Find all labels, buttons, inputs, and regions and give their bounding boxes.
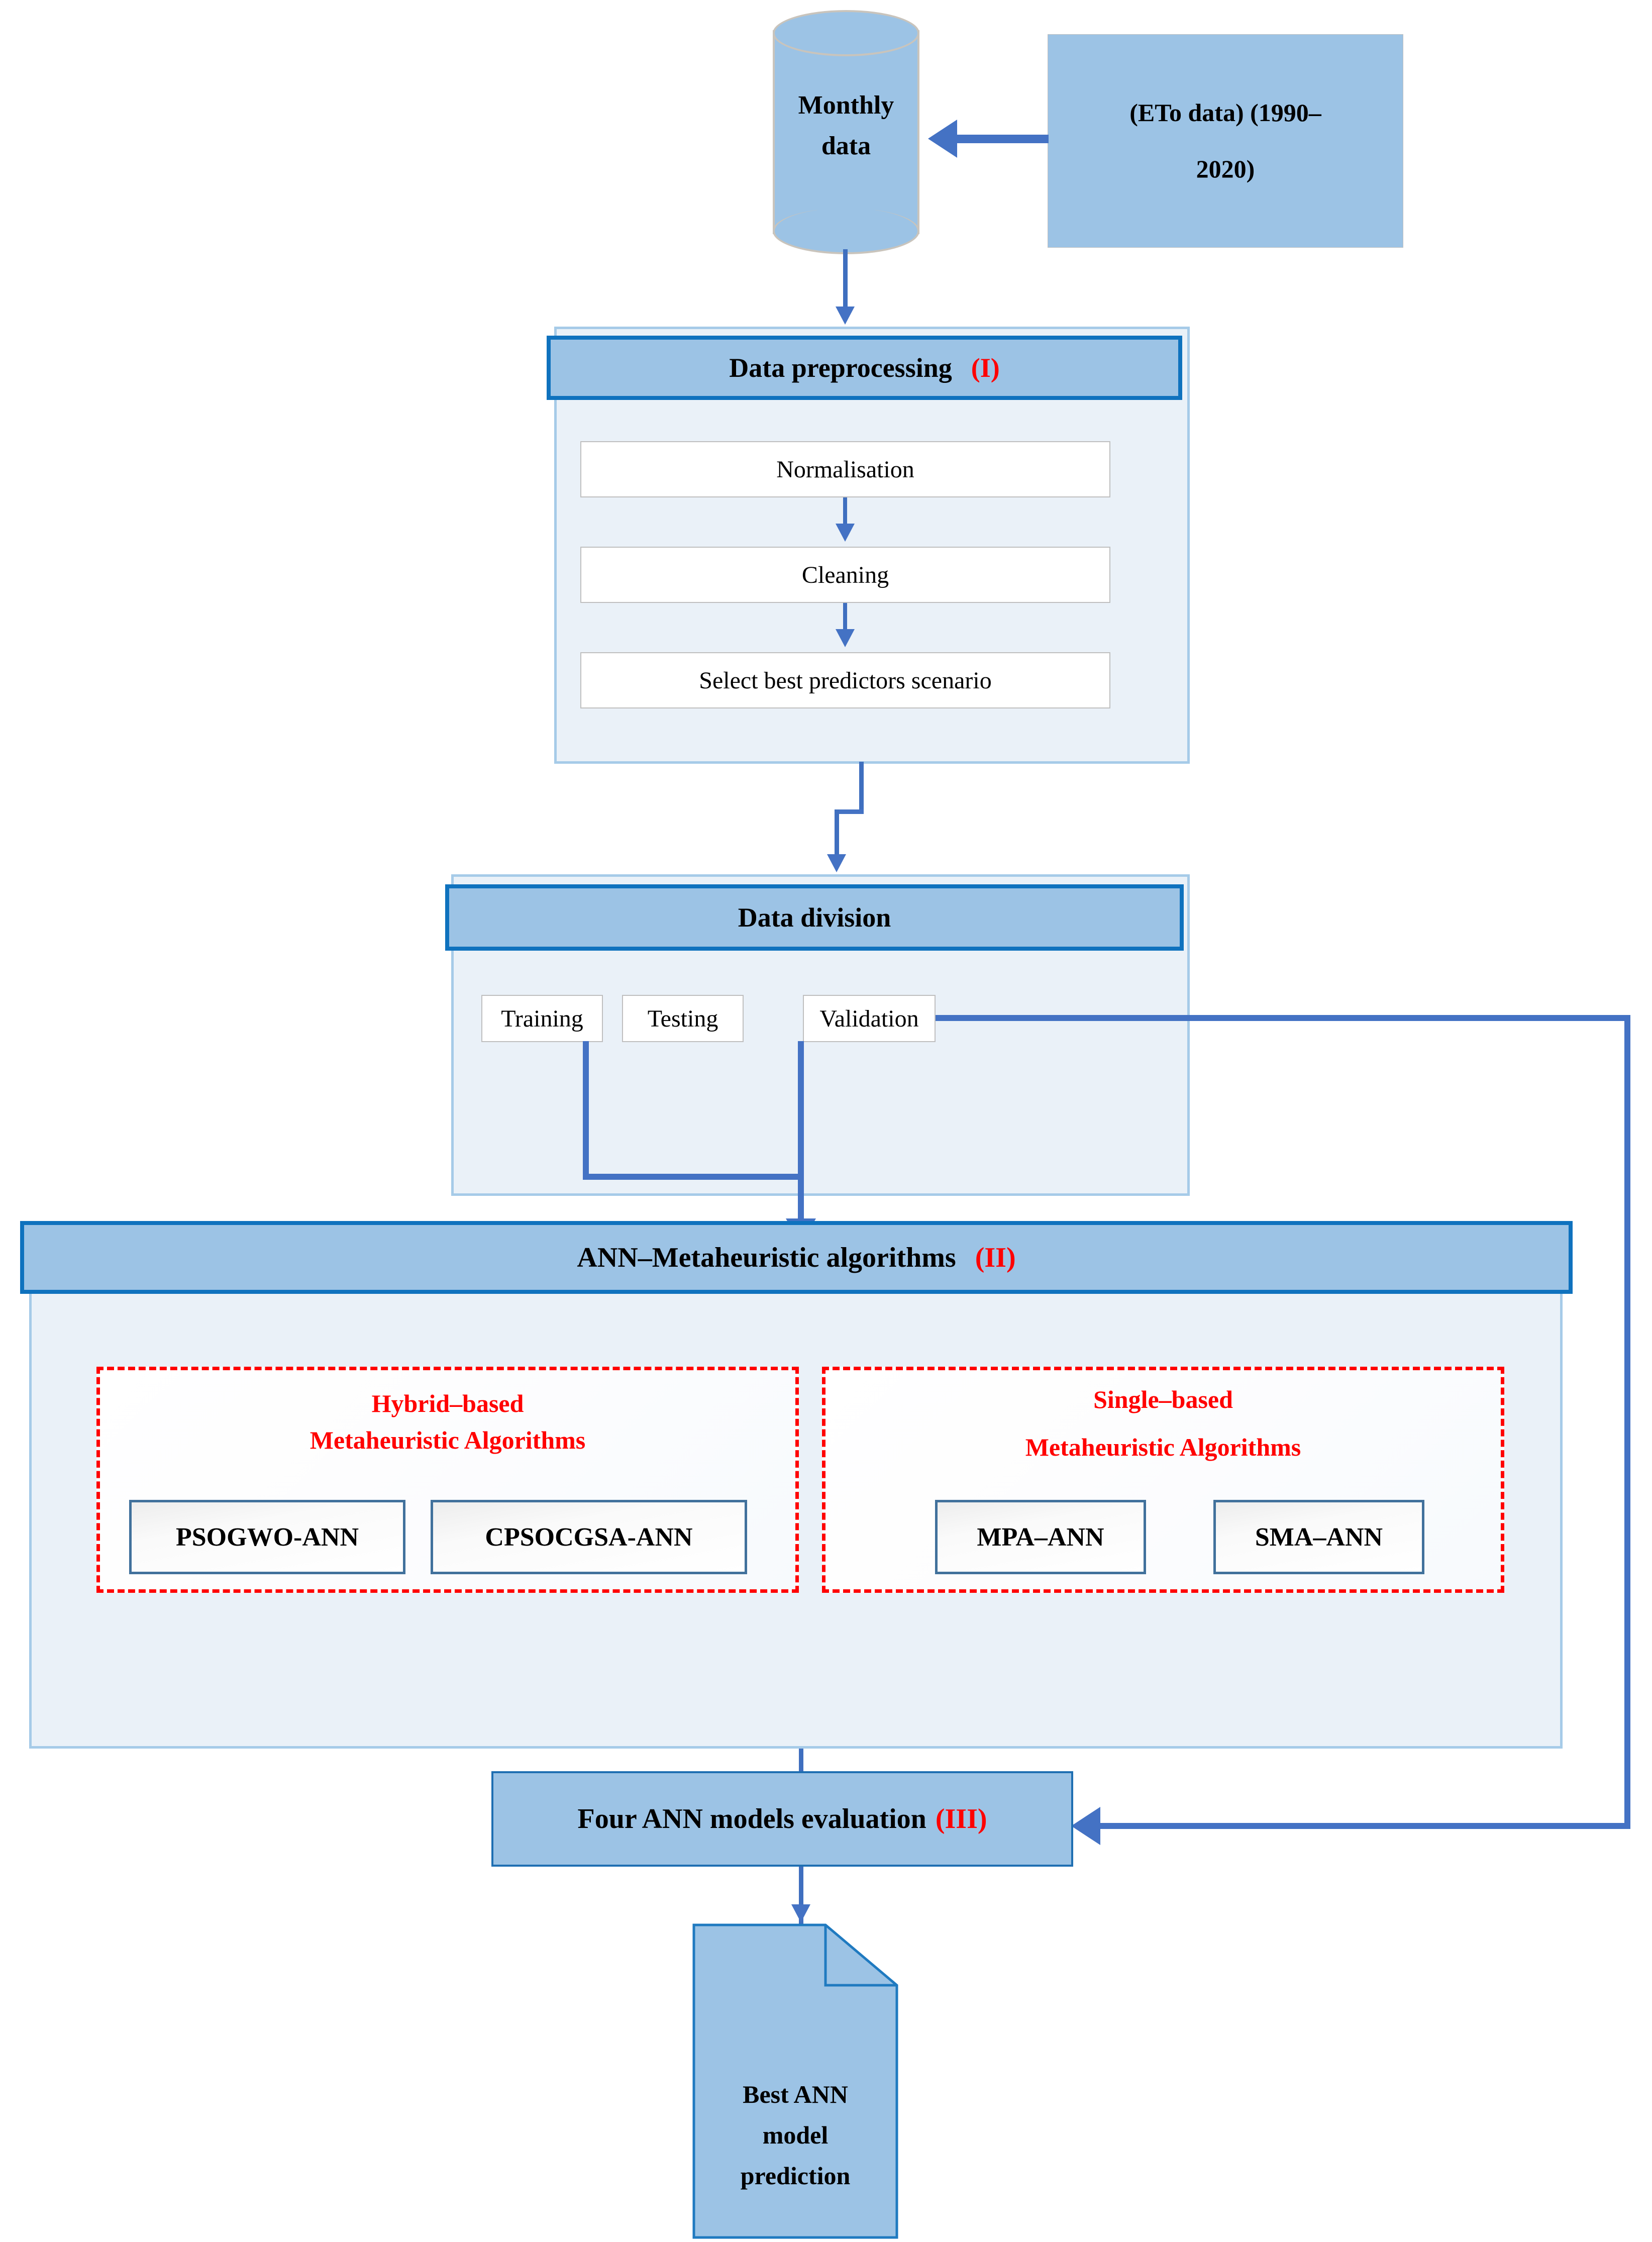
algo-label-psogwo-ann: PSOGWO-ANN xyxy=(176,1522,359,1552)
output-line1: Best ANN xyxy=(743,2080,848,2108)
connector-training-testing-merge xyxy=(583,1174,804,1180)
monthly-data-cylinder: Monthly data xyxy=(773,10,919,254)
data-preprocessing-header: Data preprocessing (I) xyxy=(547,336,1182,400)
document-shape-icon xyxy=(692,1923,898,2239)
step-cleaning: Cleaning xyxy=(580,547,1110,603)
step-normalisation: Normalisation xyxy=(580,441,1110,497)
hybrid-based-group: Hybrid–based Metaheuristic Algorithms PS… xyxy=(96,1367,799,1593)
hybrid-based-group-title: Hybrid–based Metaheuristic Algorithms xyxy=(100,1385,795,1458)
algo-box-psogwo-ann: PSOGWO-ANN xyxy=(129,1500,405,1574)
connector-database-to-preprocessing xyxy=(843,249,848,310)
algo-label-sma-ann: SMA–ANN xyxy=(1255,1522,1383,1552)
connector-eto-to-database-arrowhead xyxy=(928,120,957,158)
stage-marker-ii: (II) xyxy=(975,1242,1016,1273)
output-line3: prediction xyxy=(740,2162,851,2190)
evaluation-title: Four ANN models evaluation xyxy=(577,1803,926,1835)
algo-label-mpa-ann: MPA–ANN xyxy=(977,1522,1104,1552)
connector-evaluation-to-output-arrowhead xyxy=(791,1904,810,1922)
data-preprocessing-title: Data preprocessing xyxy=(729,353,952,383)
stage-marker-iii: (III) xyxy=(935,1803,987,1835)
data-division-title: Data division xyxy=(738,902,891,933)
connector-training-down xyxy=(583,1041,589,1179)
connector-validation-feedback-seg2 xyxy=(1624,1015,1630,1829)
connector-cleaning-to-select xyxy=(843,603,847,634)
cylinder-top-cap xyxy=(773,10,919,56)
algo-box-mpa-ann: MPA–ANN xyxy=(935,1500,1146,1574)
step-select-predictors: Select best predictors scenario xyxy=(580,652,1110,708)
algo-box-cpsocgsa-ann: CPSOCGSA-ANN xyxy=(431,1500,747,1574)
cylinder-label-line1: Monthly xyxy=(798,91,894,120)
hybrid-based-title-line1: Hybrid–based xyxy=(371,1389,524,1417)
connector-normalisation-to-cleaning-arrowhead xyxy=(836,524,855,542)
connector-validation-feedback-arrowhead xyxy=(1071,1807,1100,1845)
connector-cleaning-to-select-arrowhead xyxy=(836,629,855,647)
connector-database-to-preprocessing-arrowhead xyxy=(836,307,855,325)
cylinder-label: Monthly data xyxy=(773,85,919,166)
stage-marker-i: (I) xyxy=(971,353,1000,383)
connector-merge-to-ann xyxy=(798,1174,804,1224)
four-ann-models-evaluation-box: Four ANN models evaluation (III) xyxy=(491,1771,1073,1867)
connector-preprocessing-to-division-seg3 xyxy=(835,809,839,865)
ann-metaheuristic-title: ANN–Metaheuristic algorithms xyxy=(577,1242,956,1273)
connector-validation-feedback-seg3 xyxy=(1100,1823,1630,1829)
cylinder-label-line2: data xyxy=(821,131,871,160)
best-ann-model-prediction-label: Best ANN model prediction xyxy=(692,2074,898,2196)
best-ann-model-prediction-doc: Best ANN model prediction xyxy=(692,1923,898,2239)
step-select-predictors-label: Select best predictors scenario xyxy=(699,667,992,694)
connector-testing-down xyxy=(798,1041,804,1179)
hybrid-based-title-line2: Metaheuristic Algorithms xyxy=(309,1425,586,1454)
output-line2: model xyxy=(762,2121,829,2149)
step-normalisation-label: Normalisation xyxy=(776,456,914,483)
connector-eto-to-database xyxy=(957,135,1049,143)
eto-data-line2: 2020) xyxy=(1196,154,1255,183)
algo-label-cpsocgsa-ann: CPSOCGSA-ANN xyxy=(485,1522,693,1552)
split-validation: Validation xyxy=(803,995,936,1042)
connector-preprocessing-to-division-seg2 xyxy=(835,809,864,814)
data-division-header: Data division xyxy=(445,884,1184,951)
split-training: Training xyxy=(481,995,603,1042)
single-based-title-line1: Single–based xyxy=(1093,1385,1233,1413)
single-based-group-title: Single–based Metaheuristic Algorithms xyxy=(825,1381,1501,1465)
connector-evaluation-to-output xyxy=(799,1867,803,1937)
algo-box-sma-ann: SMA–ANN xyxy=(1213,1500,1424,1574)
single-based-title-line2: Metaheuristic Algorithms xyxy=(1025,1433,1301,1461)
connector-preprocessing-to-division-arrowhead xyxy=(827,854,846,872)
single-based-group: Single–based Metaheuristic Algorithms MP… xyxy=(822,1367,1504,1593)
eto-data-box: (ETo data) (1990– 2020) xyxy=(1048,34,1403,248)
connector-normalisation-to-cleaning xyxy=(843,497,847,529)
split-testing-label: Testing xyxy=(647,1005,718,1032)
connector-validation-feedback-seg1 xyxy=(936,1015,1630,1021)
cylinder-bottom-cap xyxy=(773,208,919,254)
split-training-label: Training xyxy=(501,1005,583,1032)
eto-data-line1: (ETo data) (1990– xyxy=(1129,98,1321,127)
split-validation-label: Validation xyxy=(819,1005,919,1032)
connector-preprocessing-to-division-seg1 xyxy=(859,762,864,814)
split-testing: Testing xyxy=(622,995,744,1042)
cylinder-body xyxy=(773,30,919,234)
step-cleaning-label: Cleaning xyxy=(801,561,889,588)
ann-metaheuristic-header: ANN–Metaheuristic algorithms (II) xyxy=(20,1221,1573,1294)
